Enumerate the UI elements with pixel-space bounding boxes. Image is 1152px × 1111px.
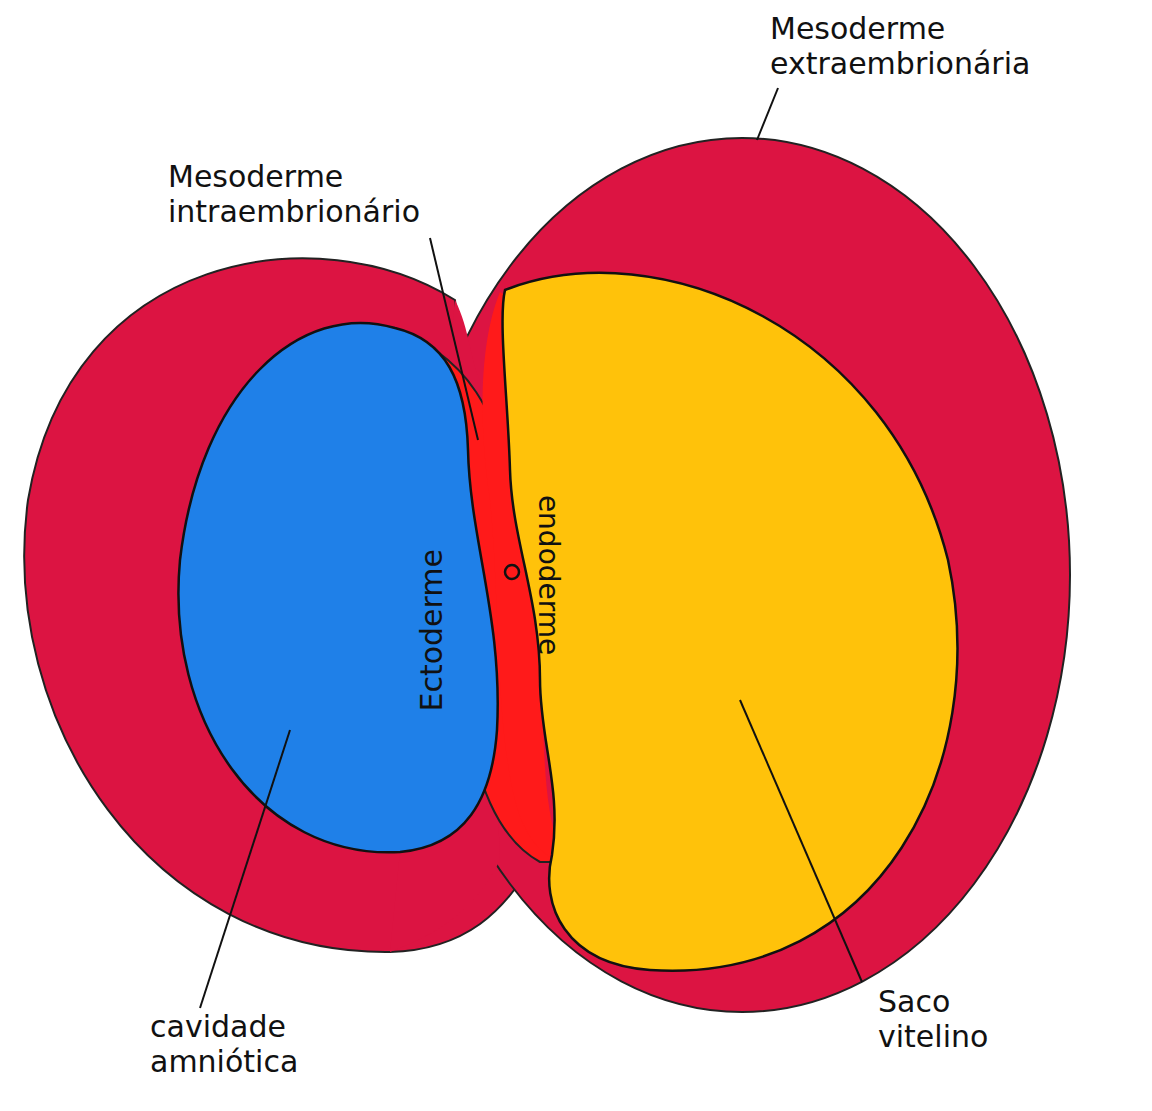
yolk-sac-label: Saco vitelino — [878, 985, 1048, 1054]
intraembryonic-mesoderm-label: Mesoderme intraembrionário — [168, 160, 498, 229]
leader-line — [200, 730, 290, 1008]
endoderm-label: endoderme — [532, 495, 564, 655]
leader-line — [740, 700, 862, 982]
leader-line — [430, 238, 478, 440]
small-circle — [505, 565, 519, 579]
ectoderm-label: Ectoderme — [415, 549, 450, 712]
yolk-sac — [503, 273, 958, 971]
extraembryonic-mesoderm-label: Mesoderme extraembrionária — [770, 12, 1090, 81]
amniotic-cavity — [178, 323, 497, 852]
amniotic-cavity-label: cavidade amniótica — [150, 1010, 390, 1079]
leader-line — [757, 88, 778, 140]
outer-mesoderm-right — [414, 138, 1070, 1012]
